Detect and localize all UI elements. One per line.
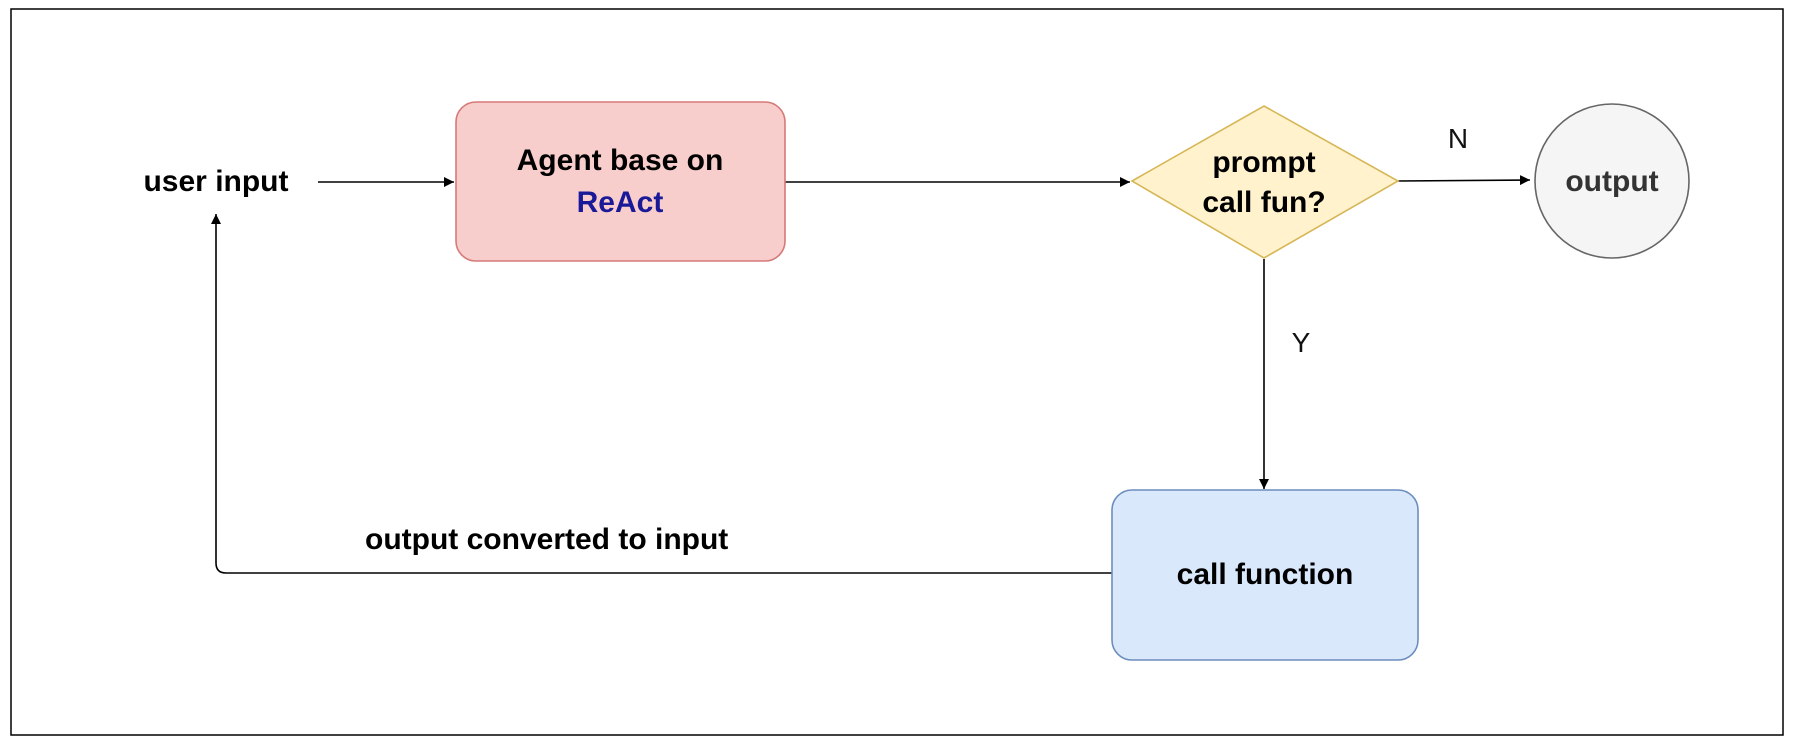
node-output: output [1534, 103, 1690, 259]
decision-label-line1: prompt [1212, 146, 1315, 179]
output-label: output [1565, 165, 1658, 198]
edge-label-loop: output converted to input [365, 523, 728, 556]
node-decision: prompt call fun? [1130, 105, 1400, 259]
node-call-function: call function [1111, 489, 1419, 661]
agent-box [455, 101, 786, 262]
node-agent: Agent base on ReAct [455, 101, 786, 262]
agent-label-line1: Agent base on [517, 144, 724, 177]
node-user-input: user input [143, 165, 288, 198]
edge-label-no: N [1448, 123, 1468, 154]
edge-call-function-to-user-input [211, 214, 1112, 574]
decision-diamond [1130, 105, 1400, 259]
agent-label-line2: ReAct [577, 186, 664, 219]
call-function-box [1111, 489, 1419, 661]
call-function-label: call function [1177, 558, 1354, 591]
edge-label-yes: Y [1292, 327, 1311, 358]
decision-label-line2: call fun? [1202, 186, 1325, 219]
edge-decision-to-output [1397, 175, 1531, 186]
output-circle [1534, 103, 1690, 259]
diagram-frame [10, 8, 1784, 736]
